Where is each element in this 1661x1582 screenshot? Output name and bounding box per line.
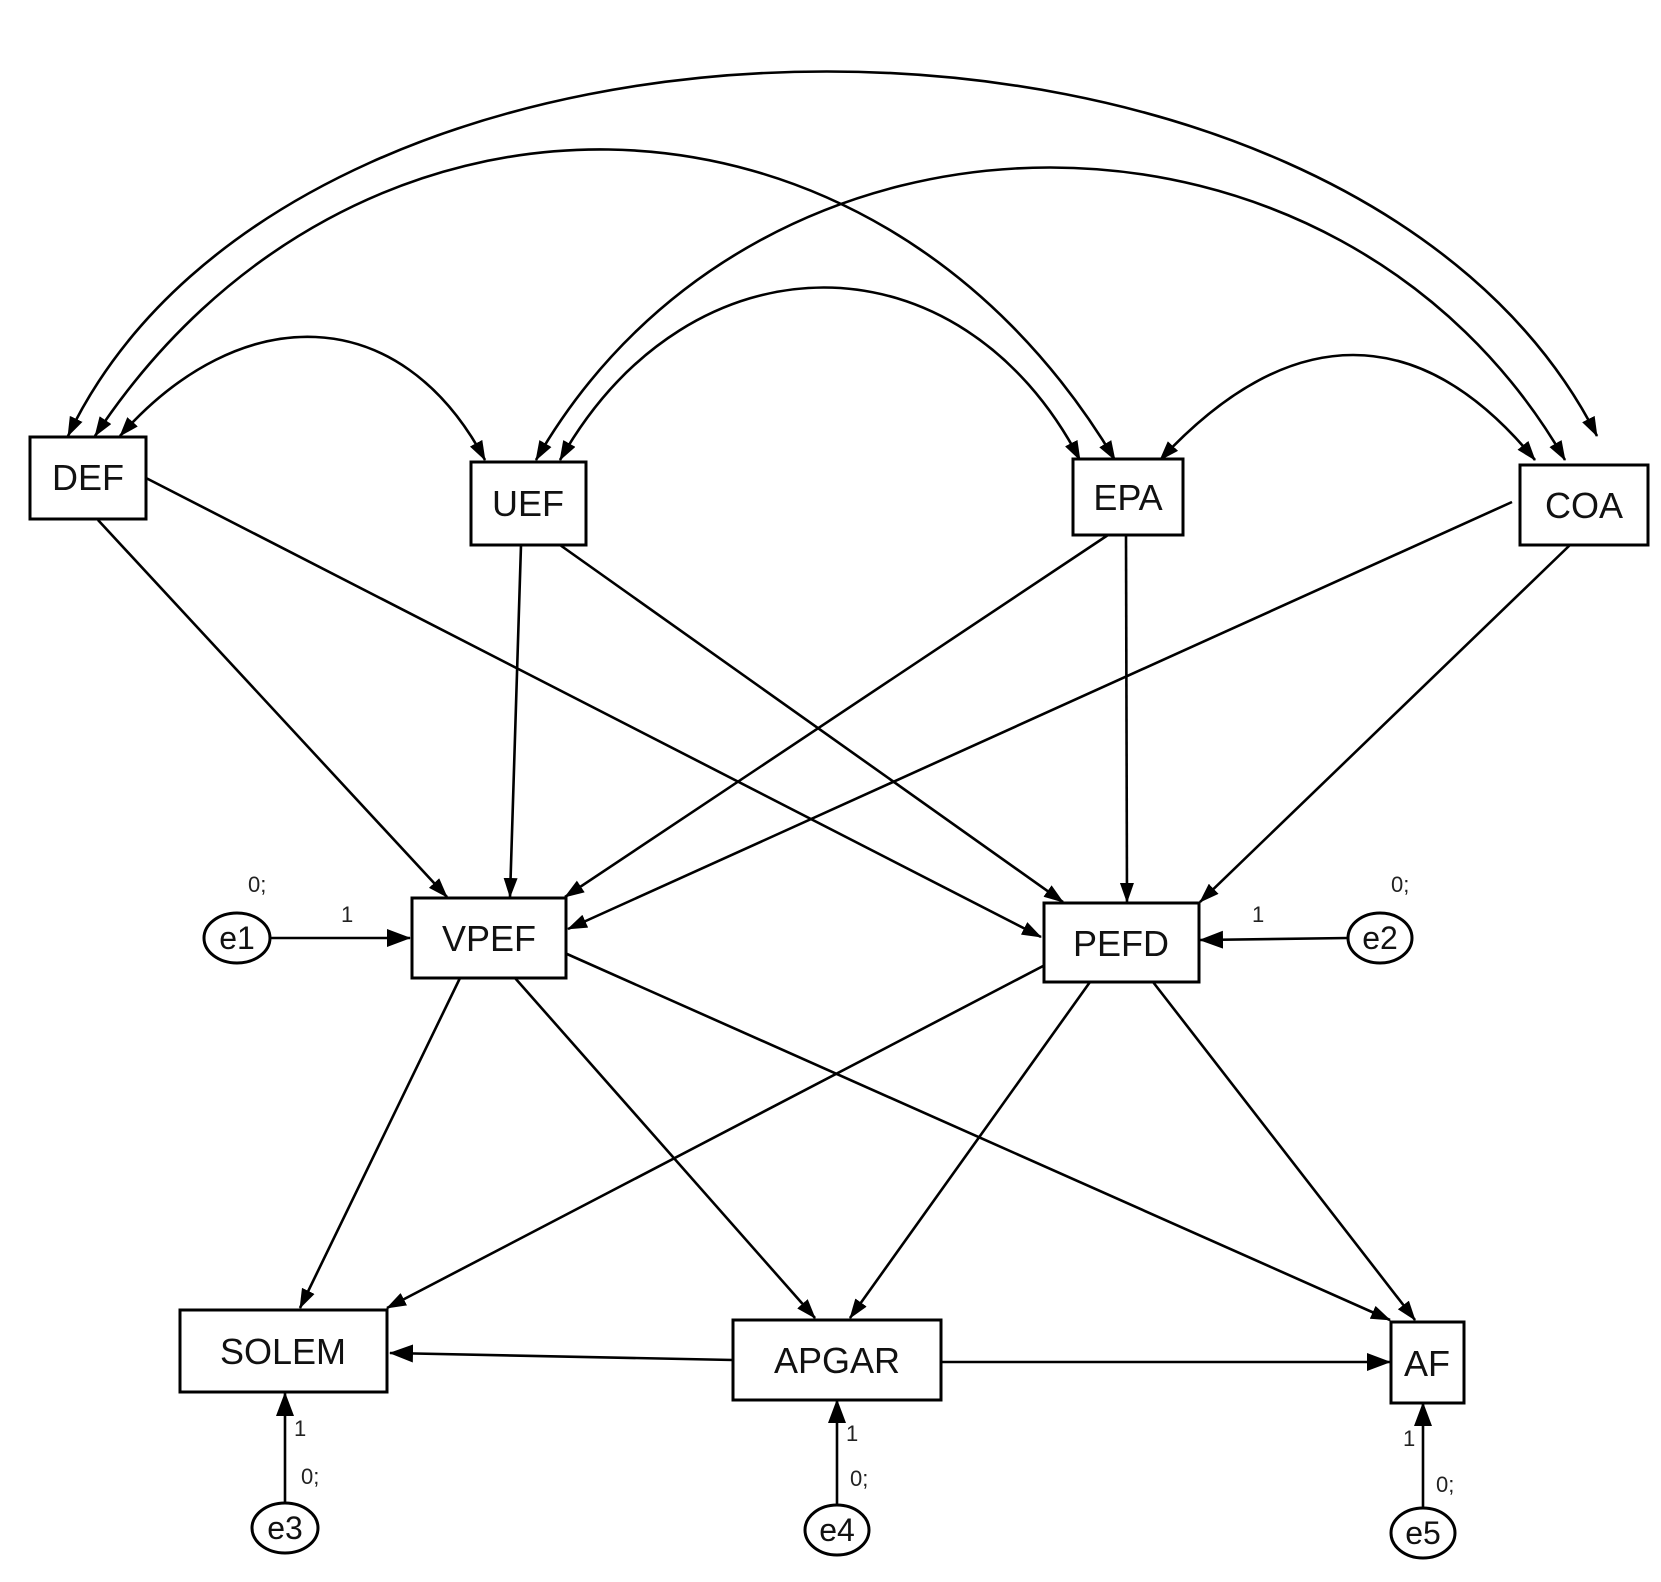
cov-epa-coa [1159, 353, 1537, 461]
node-coa[interactable]: COA [1518, 463, 1650, 547]
node-label: AF [1404, 1343, 1450, 1384]
path-coa-vpef [567, 500, 1513, 931]
path-uef-pefd [559, 543, 1064, 904]
cov-def-epa [93, 148, 1117, 461]
node-uef[interactable]: UEF [469, 460, 588, 547]
error-label: e1 [219, 920, 255, 956]
error-e3[interactable]: e3 [250, 1501, 320, 1555]
cov-uef-coa [534, 166, 1567, 461]
path-e2-pefd [1199, 930, 1349, 949]
node-def[interactable]: DEF [28, 435, 148, 521]
node-label: DEF [52, 457, 124, 498]
node-af[interactable]: AF [1389, 1320, 1466, 1405]
node-label: EPA [1093, 477, 1162, 518]
path-epa-vpef [564, 533, 1109, 899]
path-def-vpef [97, 519, 448, 898]
e2-weight: 1 [1252, 902, 1264, 927]
regression-paths [97, 476, 1571, 1371]
path-apgar-solem [389, 1344, 734, 1363]
node-epa[interactable]: EPA [1071, 457, 1185, 537]
error-label: e5 [1405, 1515, 1441, 1551]
error-paths [270, 929, 1432, 1508]
node-label: COA [1545, 485, 1623, 526]
e5-weight: 1 [1403, 1426, 1415, 1451]
node-label: UEF [492, 483, 564, 524]
node-label: VPEF [442, 918, 536, 959]
cov-def-uef [119, 335, 487, 461]
node-solem[interactable]: SOLEM [178, 1308, 389, 1394]
path-epa-pefd [1119, 534, 1134, 903]
path-pefd-af [1151, 981, 1417, 1321]
path-pefd-solem [386, 963, 1046, 1310]
e1-weight: 1 [341, 902, 353, 927]
e5-mean-variance: 0; [1436, 1472, 1454, 1497]
e3-weight: 1 [294, 1416, 306, 1441]
e2-mean-variance: 0; [1391, 872, 1409, 897]
e3-mean-variance: 0; [301, 1464, 319, 1489]
path-vpef-solem [298, 977, 462, 1309]
path-coa-pefd [1199, 544, 1571, 903]
path-uef-vpef [503, 544, 523, 898]
path-vpef-apgar [514, 977, 816, 1319]
node-label: PEFD [1073, 923, 1169, 964]
e4-mean-variance: 0; [850, 1466, 868, 1491]
error-e4[interactable]: e4 [803, 1503, 871, 1557]
error-e2[interactable]: e2 [1346, 911, 1414, 965]
error-parameters: 0; 1 0; 1 1 0; 1 0; 1 0; [248, 872, 1454, 1497]
covariance-arcs [66, 70, 1599, 461]
error-label: e3 [267, 1510, 303, 1546]
node-vpef[interactable]: VPEF [410, 896, 568, 980]
error-label: e4 [819, 1512, 855, 1548]
cov-uef-epa [558, 286, 1082, 461]
error-e5[interactable]: e5 [1389, 1506, 1457, 1560]
path-pefd-apgar [848, 981, 1092, 1319]
node-label: APGAR [774, 1340, 900, 1381]
error-label: e2 [1362, 920, 1398, 956]
node-apgar[interactable]: APGAR [731, 1318, 943, 1402]
e4-weight: 1 [846, 1421, 858, 1446]
node-pefd[interactable]: PEFD [1042, 901, 1201, 984]
error-e1[interactable]: e1 [202, 911, 272, 965]
node-label: SOLEM [220, 1331, 346, 1372]
cov-def-coa [66, 70, 1599, 437]
e1-mean-variance: 0; [248, 872, 266, 897]
path-def-pefd [145, 476, 1042, 939]
